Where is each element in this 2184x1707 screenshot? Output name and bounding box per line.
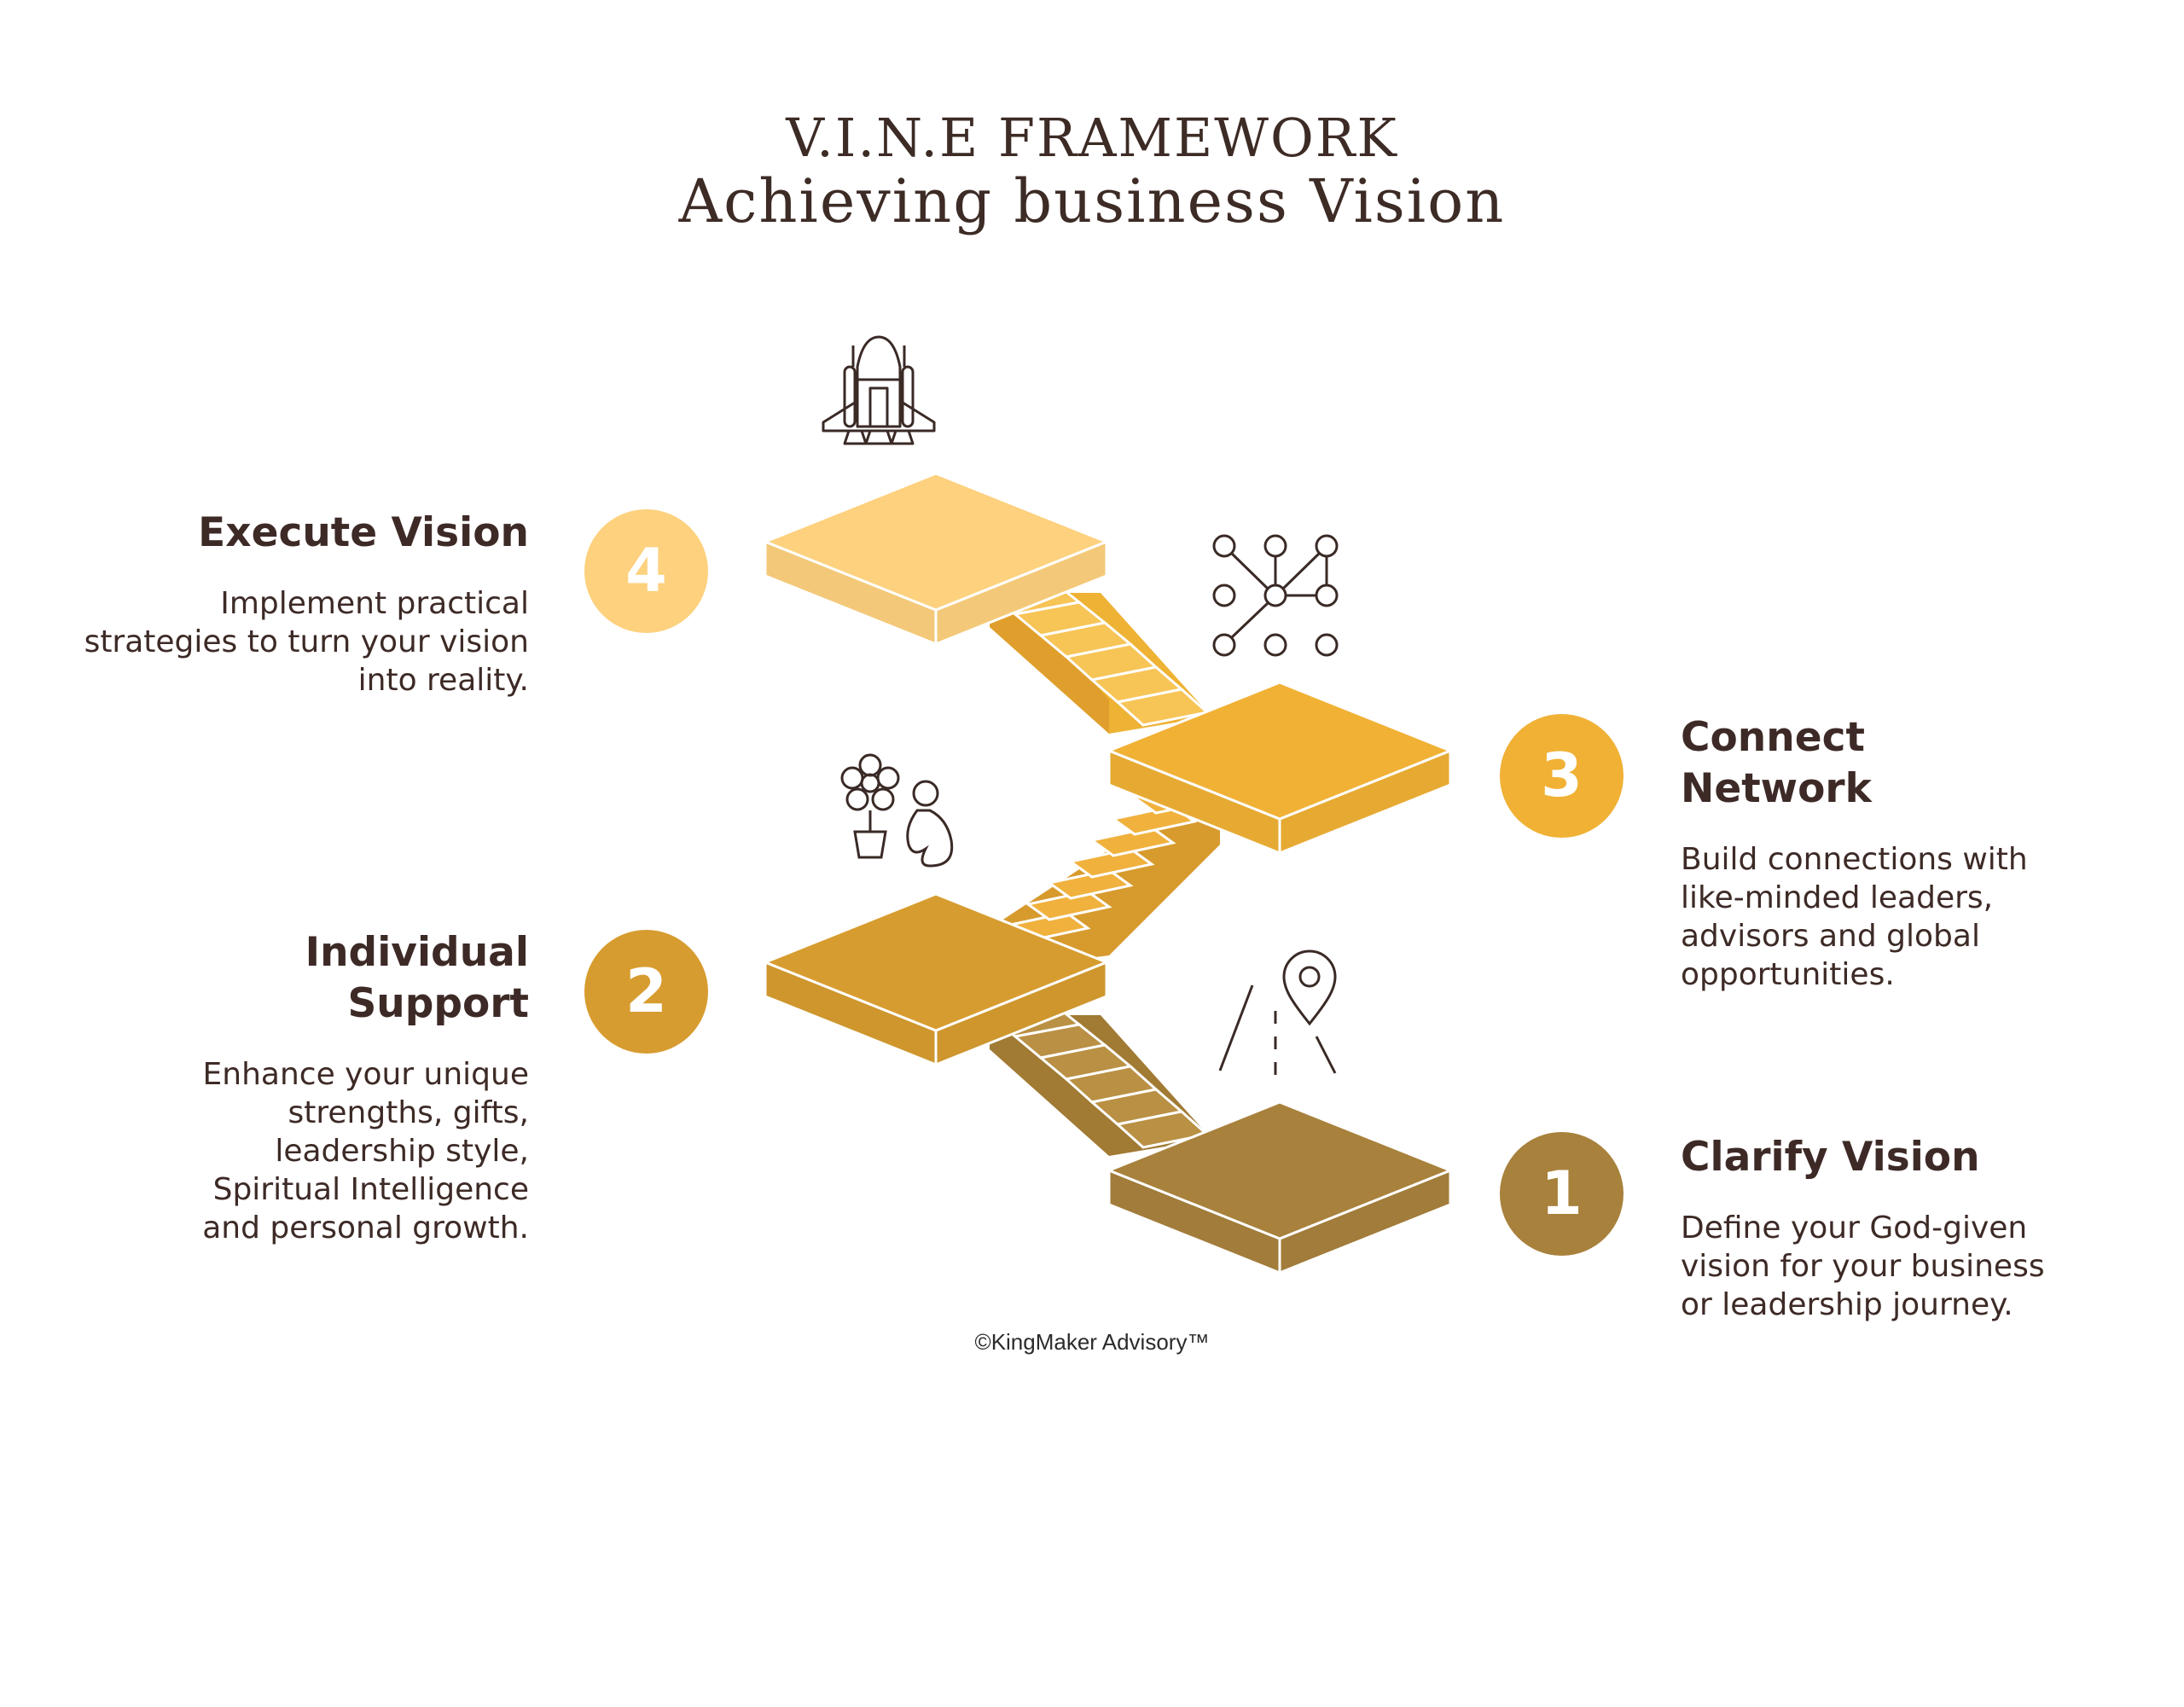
step-2-block: Individual Support Enhance your unique s…	[68, 927, 529, 1247]
platform-step-1	[1107, 1100, 1452, 1274]
step-3-number-circle: 3	[1500, 714, 1623, 838]
person-watering-flower-icon	[840, 753, 954, 868]
step-2-number-circle: 2	[584, 930, 708, 1054]
platform-step-3	[1107, 681, 1452, 855]
step-4-block: Execute Vision Implement practical strat…	[68, 508, 529, 700]
step-3-heading: Connect Network	[1681, 714, 1872, 812]
step-4-number-circle: 4	[584, 509, 708, 633]
step-4-description: Implement practical strategies to turn y…	[84, 586, 529, 698]
step-1-number-circle: 1	[1500, 1132, 1623, 1256]
network-nodes-icon	[1212, 534, 1339, 657]
title-line-2: Achieving business Vision	[678, 166, 1506, 236]
platform-step-4	[764, 472, 1108, 646]
location-pin-road-icon	[1218, 949, 1337, 1075]
step-2-number: 2	[625, 956, 667, 1026]
stairs-1-to-2	[990, 1006, 1211, 1156]
step-2-description: Enhance your unique strengths, gifts, le…	[202, 1057, 529, 1245]
title-line-1: V.I.N.E FRAMEWORK	[786, 107, 1398, 169]
step-1-description: Define your God-given vision for your bu…	[1681, 1211, 2045, 1322]
step-1-number: 1	[1541, 1158, 1583, 1228]
step-3-block: Connect Network Build connections with l…	[1681, 712, 2141, 994]
space-shuttle-icon	[822, 335, 936, 445]
step-3-description: Build connections with like-minded leade…	[1681, 842, 2028, 992]
step-2-heading: Individual Support	[305, 929, 529, 1027]
step-1-heading: Clarify Vision	[1681, 1134, 1980, 1181]
step-4-heading: Execute Vision	[198, 509, 529, 556]
platform-step-2	[764, 892, 1108, 1066]
step-3-number: 3	[1541, 740, 1583, 810]
step-1-block: Clarify Vision Define your God-given vis…	[1681, 1132, 2141, 1324]
step-4-number: 4	[625, 536, 667, 606]
copyright-footer: ©KingMaker Advisory™	[974, 1329, 1210, 1355]
